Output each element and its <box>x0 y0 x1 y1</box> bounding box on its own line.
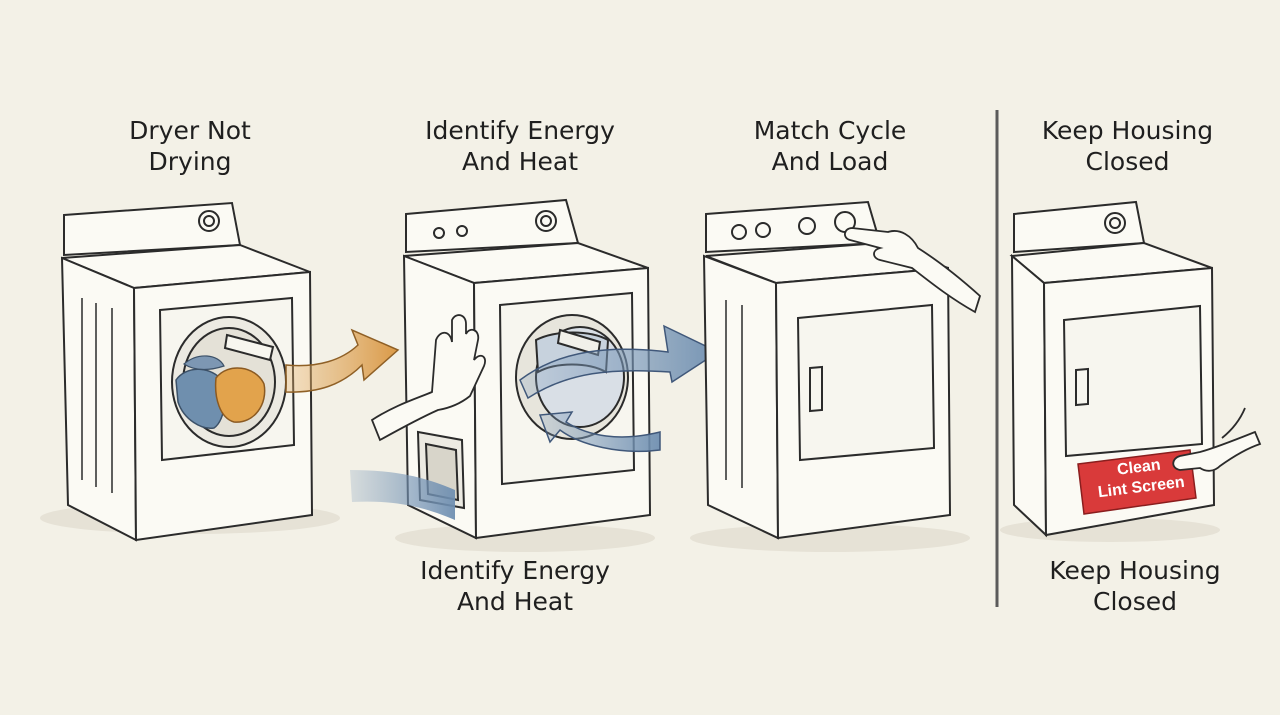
step-title-dryer-not-drying: Dryer Not Drying <box>95 115 285 177</box>
caption-identify-energy: Identify Energy And Heat <box>405 555 625 617</box>
step-title-match-cycle: Match Cycle And Load <box>725 115 935 177</box>
caption-line: Identify Energy <box>420 556 610 585</box>
caption-keep-housing: Keep Housing Closed <box>1030 555 1240 617</box>
step-title-line: Keep Housing <box>1041 116 1214 145</box>
lint-screen-sign <box>1077 449 1197 515</box>
caption-line: Closed <box>1093 587 1177 616</box>
step-title-keep-housing: Keep Housing Closed <box>1025 115 1230 177</box>
step-title-line: Dryer Not <box>129 116 251 145</box>
step-title-line: Drying <box>148 147 232 176</box>
hand <box>370 314 486 442</box>
caption-line: Keep Housing <box>1049 556 1221 585</box>
hand <box>844 227 982 314</box>
air-flow-arrow <box>538 411 661 453</box>
step-title-line: Match Cycle <box>753 116 907 145</box>
step-title-line: Closed <box>1085 147 1170 176</box>
step-title-line: And Heat <box>461 147 579 176</box>
hand <box>1172 407 1262 472</box>
heat-arrow <box>285 328 400 393</box>
air-flow-arrow <box>350 470 455 520</box>
step-title-line: And Load <box>771 147 889 176</box>
caption-line: And Heat <box>456 587 574 616</box>
dryer-1 <box>40 201 340 542</box>
air-flow-arrow <box>519 324 720 400</box>
step-title-identify-energy: Identify Energy And Heat <box>410 115 630 177</box>
step-title-line: Identify Energy <box>425 116 615 145</box>
dryer-3 <box>690 200 970 552</box>
